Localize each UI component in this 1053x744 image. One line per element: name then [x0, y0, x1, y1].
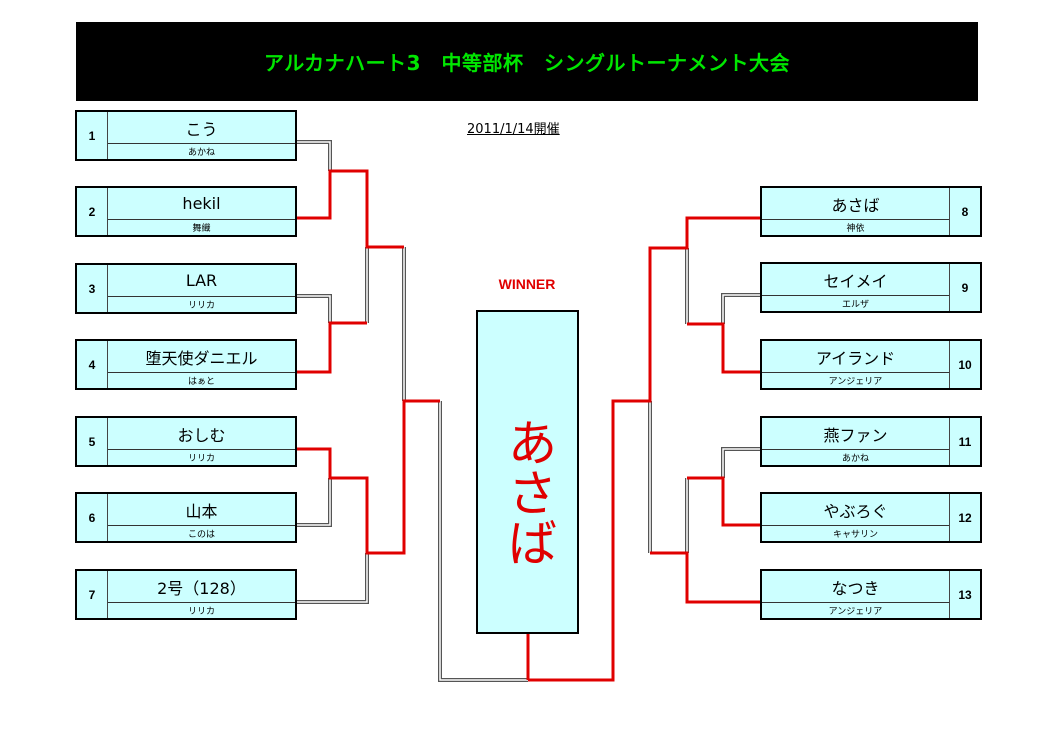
seed-number: 8: [949, 188, 980, 235]
player-name: なつき: [762, 571, 949, 603]
character-name: リリカ: [187, 301, 215, 311]
loser-line: [295, 478, 332, 527]
character-name: はぁと: [187, 377, 215, 387]
seed-number: 4: [77, 341, 108, 388]
seed-number: 13: [949, 571, 980, 618]
winner-line: [295, 169, 404, 249]
character-name: 舞織: [192, 224, 211, 234]
winner-line: [650, 551, 760, 604]
character-name: あかね: [841, 454, 869, 464]
player-name: 2号（128）: [108, 571, 295, 603]
seed-number: 3: [77, 265, 108, 312]
seed-number: 10: [949, 341, 980, 388]
player-name: hekil: [108, 188, 295, 220]
page-title: アルカナハート3 中等部杯 シングルトーナメント大会: [263, 51, 791, 75]
player-name: こう: [108, 112, 295, 144]
winner-name: あさば: [499, 417, 558, 567]
title-banner: アルカナハート3 中等部杯 シングルトーナメント大会: [76, 22, 978, 101]
player-name: やぶろぐ: [762, 494, 949, 526]
winner-line: [295, 321, 367, 374]
player-name: 燕ファン: [762, 418, 949, 450]
loser-line: [295, 294, 332, 323]
winner-line: [295, 399, 440, 555]
loser-line: [721, 293, 760, 324]
seed-number: 11: [949, 418, 980, 465]
seed-number: 1: [77, 112, 108, 159]
event-date: 2011/1/14開催: [467, 122, 560, 137]
seed-number: 2: [77, 188, 108, 235]
loser-line: [295, 553, 369, 604]
winner-line: [687, 322, 760, 374]
loser-line: [295, 140, 332, 171]
character-name: キャサリン: [832, 530, 878, 540]
seed-number: 5: [77, 418, 108, 465]
character-name: リリカ: [187, 454, 215, 464]
player-name: おしむ: [108, 418, 295, 450]
character-name: リリカ: [187, 607, 215, 617]
seed-number: 6: [77, 494, 108, 541]
character-name: 神依: [846, 224, 865, 234]
winner-line: [528, 216, 760, 682]
player-name: 山本: [108, 494, 295, 526]
player-name: アイランド: [762, 341, 949, 373]
winner-box: あさば: [476, 310, 579, 634]
character-name: エルザ: [841, 300, 869, 310]
seed-number: 7: [77, 571, 108, 618]
character-name: あかね: [187, 148, 215, 158]
character-name: このは: [187, 530, 215, 540]
loser-line: [721, 447, 760, 478]
player-name: 堕天使ダニエル: [108, 341, 295, 373]
character-name: アンジェリア: [828, 607, 883, 617]
winner-label: WINNER: [498, 276, 556, 292]
player-name: あさば: [762, 188, 949, 220]
seed-number: 12: [949, 494, 980, 541]
winner-line: [687, 476, 760, 527]
character-name: アンジェリア: [828, 377, 883, 387]
loser-line: [438, 401, 528, 682]
player-name: セイメイ: [762, 264, 949, 296]
player-name: LAR: [108, 265, 295, 297]
seed-number: 9: [949, 264, 980, 311]
